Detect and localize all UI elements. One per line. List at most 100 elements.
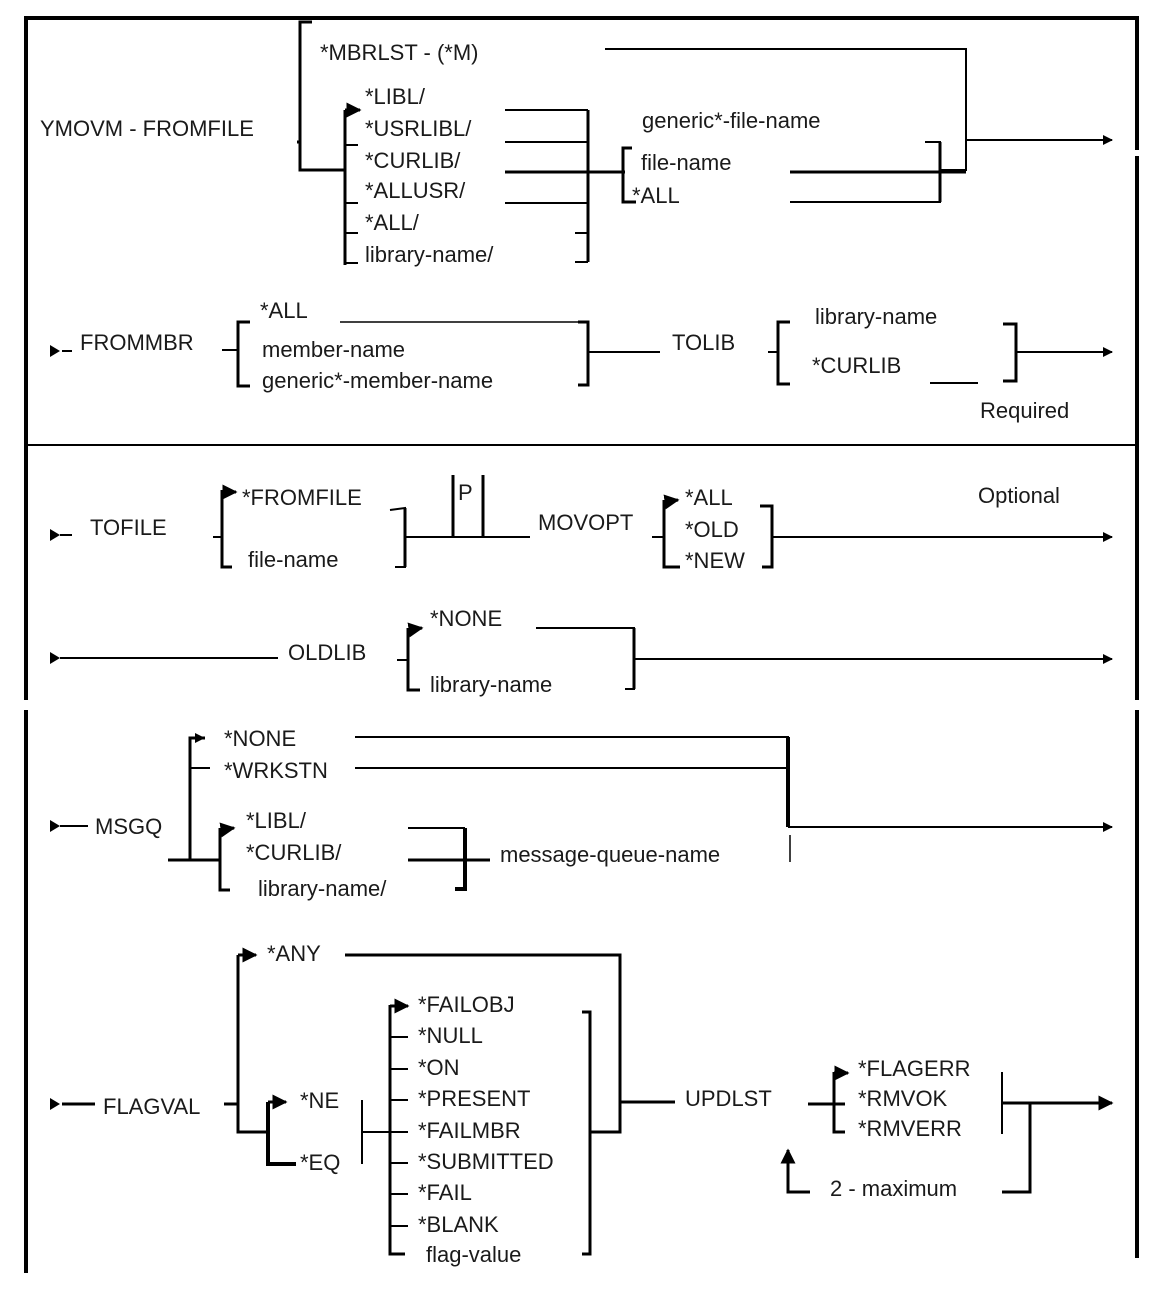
- tolib-close-bracket: [1003, 322, 1018, 383]
- movopt-option: *ALL: [685, 485, 733, 510]
- msgq-library-option: *CURLIB/: [246, 840, 342, 865]
- library-return-lines: [505, 109, 588, 263]
- movopt-option: *NEW: [685, 548, 745, 573]
- fromfile-lower-branch: [298, 142, 345, 172]
- frommbr-option: generic*-member-name: [262, 368, 493, 393]
- file-option: *ALL: [632, 183, 680, 208]
- updlst-option: *RMVOK: [858, 1086, 948, 1111]
- flag-value-option: *PRESENT: [418, 1086, 530, 1111]
- movopt-bracket: [662, 500, 680, 569]
- fromfile-keyword: YMOVM - FROMFILE: [40, 116, 254, 141]
- tofile-parameter: TOFILE *FROMFILE file-name P MOVOPT *ALL…: [50, 475, 1113, 573]
- positional-marker-box: [451, 475, 485, 537]
- msgq-library-option: library-name/: [258, 876, 387, 901]
- movopt-default-arrow: [663, 494, 680, 510]
- file-bracket: [621, 146, 636, 204]
- oldlib-bracket: [406, 628, 420, 692]
- library-option: *ALLUSR/: [365, 178, 466, 203]
- msgq-library-close-bar: [455, 828, 467, 891]
- msgq-library-default-arrow: [219, 822, 236, 838]
- continuation-arrow-icon: [50, 820, 60, 832]
- tolib-option: *CURLIB: [812, 353, 901, 378]
- frommbr-bracket: [236, 320, 250, 388]
- msgq-option: *NONE: [224, 726, 296, 751]
- flagval-keyword: FLAGVAL: [103, 1094, 200, 1119]
- msgq-option-lines: [355, 736, 789, 769]
- library-option: *CURLIB/: [365, 148, 461, 173]
- library-option: *ALL/: [365, 210, 420, 235]
- continuation-arrow-icon: [50, 529, 60, 541]
- flag-value-close-bracket: [582, 1010, 592, 1256]
- updlst-keyword: UPDLST: [685, 1086, 772, 1111]
- oldlib-option: library-name: [430, 672, 552, 697]
- library-option: *LIBL/: [365, 84, 426, 109]
- continuation-arrow-icon: [50, 652, 60, 664]
- mbrlst-path: [605, 48, 967, 171]
- fromfile-branch-line: [297, 20, 312, 144]
- file-option: generic*-file-name: [642, 108, 821, 133]
- tolib-bracket: [776, 320, 790, 386]
- file-option: file-name: [641, 150, 731, 175]
- flag-value-bracket: [388, 1005, 405, 1256]
- operator-option: *NE: [300, 1088, 339, 1113]
- tofile-close-bracket: [389, 506, 406, 568]
- frommbr-option: *ALL: [260, 298, 308, 323]
- flag-value-option: *BLANK: [418, 1212, 499, 1237]
- oldlib-default-arrow: [407, 622, 424, 638]
- updlst-option: *FLAGERR: [858, 1056, 970, 1081]
- updlst-bracket: [832, 1072, 845, 1134]
- library-option: library-name/: [365, 242, 494, 267]
- updlst-repeat-arrow: [780, 1148, 810, 1194]
- frommbr-close-bracket: [578, 320, 590, 387]
- continuation-arrow-icon: [50, 345, 60, 357]
- frommbr-option: member-name: [262, 337, 405, 362]
- flagval-bracket: [236, 955, 268, 1134]
- library-option: *USRLIBL/: [365, 116, 472, 141]
- msgq-library-option: *LIBL/: [246, 808, 307, 833]
- flagval-any-option: *ANY: [267, 941, 321, 966]
- flag-value-ticks: [390, 1036, 408, 1227]
- updlst-repeat-label: 2 - maximum: [830, 1176, 957, 1201]
- msgq-library-bracket: [218, 828, 230, 892]
- frommbr-keyword: FROMMBR: [80, 330, 194, 355]
- flag-value-option: *FAILMBR: [418, 1118, 521, 1143]
- oldlib-keyword: OLDLIB: [288, 640, 366, 665]
- msgq-parameter: MSGQ *NONE *WRKSTN *LIBL/ *CURLIB/ libra…: [50, 726, 1113, 901]
- updlst-entry-line: [618, 1100, 675, 1117]
- library-ticks: [345, 144, 358, 264]
- flagval-parameter: FLAGVAL *ANY *NE *EQ *FAILOBJ *NULL *ON …: [50, 941, 1114, 1267]
- flag-value-option: *FAILOBJ: [418, 992, 515, 1017]
- positional-marker: P: [458, 480, 473, 505]
- flag-value-option: flag-value: [426, 1242, 521, 1267]
- movopt-keyword: MOVOPT: [538, 510, 633, 535]
- flag-value-option: *ON: [418, 1055, 460, 1080]
- movopt-close-bracket: [760, 504, 774, 569]
- tofile-option: file-name: [248, 547, 338, 572]
- flag-value-option: *NULL: [418, 1023, 483, 1048]
- oldlib-parameter: OLDLIB *NONE library-name: [50, 606, 1113, 697]
- msgq-option: *WRKSTN: [224, 758, 328, 783]
- mbrlst-option: *MBRLST - (*M): [320, 40, 479, 65]
- message-queue-name: message-queue-name: [500, 842, 720, 867]
- required-label: Required: [980, 398, 1069, 423]
- oldlib-option: *NONE: [430, 606, 502, 631]
- tofile-option: *FROMFILE: [242, 485, 362, 510]
- fromfile-parameter: YMOVM - FROMFILE *MBRLST - (*M) *LIBL/ *…: [40, 20, 1113, 267]
- continuation-arrow-icon: [50, 1098, 60, 1110]
- diagram-frame: [24, 16, 1139, 1273]
- tolib-option: library-name: [815, 304, 937, 329]
- tofile-bracket: [220, 490, 232, 569]
- msgq-branch-bracket: [168, 736, 205, 862]
- updlst-option: *RMVERR: [858, 1116, 962, 1141]
- updlst-repeat-line: [1002, 1103, 1032, 1194]
- flag-value-option: *FAIL: [418, 1180, 472, 1205]
- optional-label: Optional: [978, 483, 1060, 508]
- frommbr-parameter: FROMMBR *ALL member-name generic*-member…: [50, 298, 1113, 423]
- movopt-option: *OLD: [685, 517, 739, 542]
- flag-value-option: *SUBMITTED: [418, 1149, 554, 1174]
- msgq-keyword: MSGQ: [95, 814, 162, 839]
- tolib-keyword: TOLIB: [672, 330, 735, 355]
- tofile-keyword: TOFILE: [90, 515, 167, 540]
- operator-bracket: [266, 1102, 296, 1166]
